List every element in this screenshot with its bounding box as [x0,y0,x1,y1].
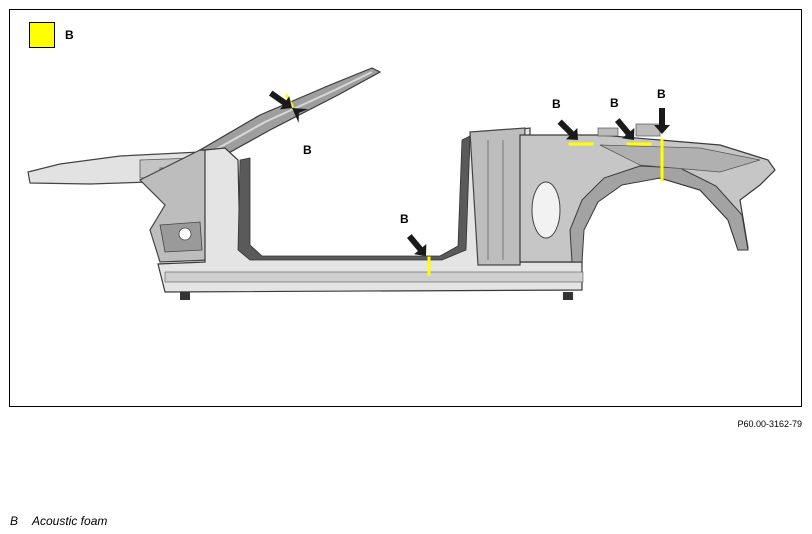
arrow-rear-1 [557,119,578,140]
callout-label-rear-3: B [657,87,666,101]
figure-code: P60.00-3162-79 [737,419,802,429]
callout-label-rear-1: B [552,97,561,111]
legend-label: B [65,28,74,42]
rear-quarter-detail [599,144,761,173]
quarter-panel-opening [531,181,561,239]
arrow-a-pillar [268,90,309,123]
legend-swatch [29,22,55,48]
diagram-frame [9,9,802,407]
rocker-foot-rear [563,292,573,300]
caption-key: B [10,514,19,528]
rocker-panel-stripe [164,271,584,283]
rear-wheel-arch [569,165,749,263]
callout-arrows [268,90,670,256]
bulkhead-hole [178,227,192,241]
arrow-sill [406,234,427,256]
arrow-rear-2 [614,118,635,140]
b-pillar [469,127,526,266]
caption: B Acoustic foam [10,514,107,528]
rear-bracket [597,127,619,137]
arrow-rear-3 [654,108,670,134]
callout-label-a-pillar: B [303,143,312,157]
door-opening [237,135,471,261]
a-pillar-highlight [214,71,373,151]
rocker-foot-front [180,292,190,300]
caption-text: Acoustic foam [32,514,108,528]
callout-label-sill: B [400,212,409,226]
callout-label-rear-2: B [610,96,619,110]
